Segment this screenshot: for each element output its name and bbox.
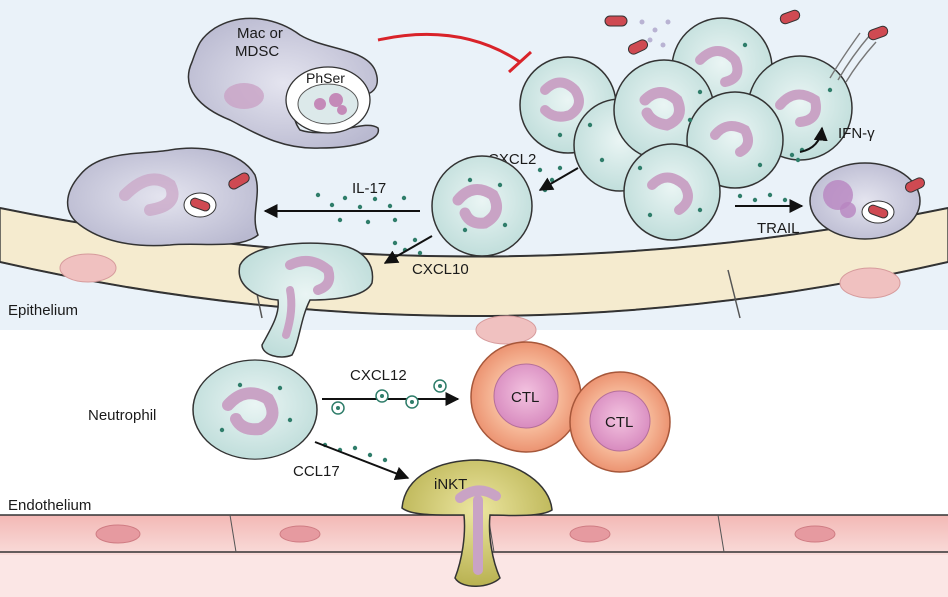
- cxcl12-signal: [322, 379, 460, 415]
- neutrophil-cell: [623, 143, 721, 241]
- label-mac-or: Mac or: [237, 25, 283, 42]
- epithelial-nucleus: [475, 315, 537, 345]
- epithelial-nucleus: [839, 267, 901, 299]
- label-ctl-1: CTL: [511, 389, 539, 406]
- cxcl2-signal: [537, 165, 579, 193]
- neutrophil-cell: [431, 155, 533, 257]
- ctl-cell-1: [470, 341, 582, 453]
- label-epithelium: Epithelium: [8, 302, 78, 319]
- endothelial-nucleus: [794, 525, 836, 543]
- label-ctl-2: CTL: [605, 414, 633, 431]
- label-ifn-gamma: IFN-γ: [838, 125, 875, 142]
- apoptotic-neutrophil: [297, 83, 359, 125]
- endothelial-nucleus: [279, 525, 321, 543]
- bacterium: [604, 15, 628, 27]
- bacterium: [627, 39, 649, 55]
- label-ccl17: CCL17: [293, 463, 340, 480]
- cxcl10-signal: [383, 235, 433, 264]
- trail-signal: [735, 192, 804, 213]
- il17-signal: [263, 192, 420, 225]
- label-phser: PhSer: [306, 70, 345, 86]
- epithelial-nucleus: [59, 253, 117, 283]
- label-trail: TRAIL: [757, 220, 800, 237]
- macrophage-nucleus: [224, 83, 264, 109]
- label-endothelium: Endothelium: [8, 497, 91, 514]
- interstitial-neutrophil: [192, 359, 318, 460]
- label-neutrophil: Neutrophil: [88, 407, 156, 424]
- endothelial-nucleus: [569, 525, 611, 543]
- ifn-gamma-signal: [789, 126, 828, 163]
- ctl-cell-2: [569, 371, 671, 473]
- label-cxcl12: CXCL12: [350, 367, 407, 384]
- label-il17: IL-17: [352, 180, 386, 197]
- inhibition-arrow: [377, 32, 533, 74]
- inkt-cell: [401, 459, 553, 587]
- bacterium: [779, 9, 801, 25]
- infected-target-cell: [809, 162, 926, 240]
- label-cxcl10: CXCL10: [412, 261, 469, 278]
- label-mdsc: MDSC: [235, 43, 279, 60]
- label-inkt: iNKT: [434, 476, 467, 493]
- endothelial-nucleus: [95, 524, 141, 544]
- bacterium: [867, 25, 889, 41]
- bacterium: [904, 177, 926, 193]
- epithelium-layer: [0, 207, 948, 345]
- ccl17-signal: [314, 441, 410, 480]
- transmigrating-neutrophil: [238, 242, 374, 358]
- macrophage-mdsc-cell: [187, 17, 379, 149]
- infected-macrophage: [66, 147, 259, 247]
- bacterium: [228, 172, 250, 190]
